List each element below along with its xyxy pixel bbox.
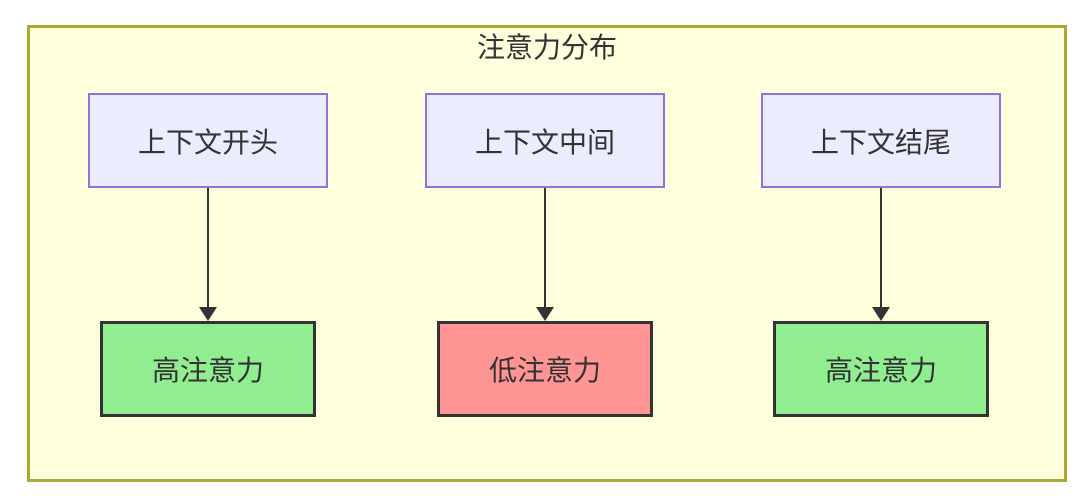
target-node-high-attention-2: 高注意力 <box>773 321 989 417</box>
diagram-title: 注意力分布 <box>476 32 617 63</box>
target-node-high-attention-1: 高注意力 <box>100 321 316 417</box>
source-node-context-end: 上下文结尾 <box>761 93 1001 188</box>
arrow-shaft <box>207 188 209 308</box>
arrow-down-icon <box>872 188 890 321</box>
arrow-shaft <box>544 188 546 308</box>
target-node-low-attention: 低注意力 <box>437 321 653 417</box>
arrowhead-icon <box>872 307 890 321</box>
source-node-context-start: 上下文开头 <box>88 93 328 188</box>
arrow-shaft <box>880 188 882 308</box>
arrow-down-icon <box>199 188 217 321</box>
arrowhead-icon <box>536 307 554 321</box>
source-node-context-middle: 上下文中间 <box>425 93 665 188</box>
arrow-down-icon <box>536 188 554 321</box>
arrowhead-icon <box>199 307 217 321</box>
